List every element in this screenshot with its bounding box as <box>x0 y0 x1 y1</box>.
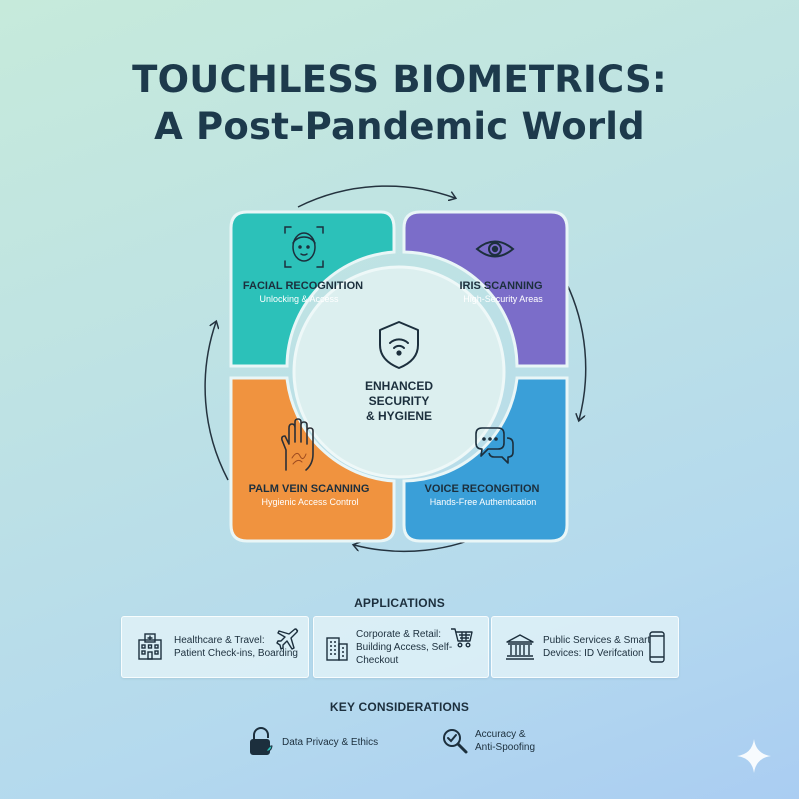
center-label-line-1: ENHANCED <box>365 379 433 393</box>
eye-icon <box>475 240 515 258</box>
title-line-1: TOUCHLESS BIOMETRICS: <box>132 58 667 101</box>
accuracy-label-line-2: Anti-Spoofing <box>475 742 536 753</box>
palm-icon <box>281 418 314 471</box>
biometrics-cycle-diagram: ENHANCED SECURITY & HYGIENE FACIAL RECOG… <box>204 185 587 553</box>
segment-iris-scanning <box>402 210 569 368</box>
iris-scanning-subtitle: High-Security Areas <box>463 294 543 304</box>
consideration-data-privacy: Data Privacy & Ethics <box>248 727 378 757</box>
key-considerations-heading: KEY CONSIDERATIONS <box>329 700 470 714</box>
application-card-corporate-retail: Corporate & Retail: Building Access, Sel… <box>313 616 489 678</box>
office-building-icon <box>326 637 348 661</box>
palm-vein-scanning-title: PALM VEIN SCANNING <box>249 483 370 495</box>
application-card-healthcare-travel: Healthcare & Travel: Patient Check-ins, … <box>121 616 309 678</box>
data-privacy-label: Data Privacy & Ethics <box>282 736 379 748</box>
airplane-icon <box>276 628 299 650</box>
lock-icon <box>250 727 273 755</box>
applications-heading: APPLICATIONS <box>354 596 445 610</box>
page-title: TOUCHLESS BIOMETRICS: A Post-Pandemic Wo… <box>0 56 799 150</box>
cycle-arrows <box>204 185 587 553</box>
arrow-top <box>297 185 455 208</box>
facial-recognition-subtitle: Unlocking & Access <box>259 294 339 304</box>
corporate-retail-line-1: Corporate & Retail: <box>356 628 442 640</box>
center-label-line-3: & HYGIENE <box>366 409 432 423</box>
speech-bubbles-icon <box>475 427 514 464</box>
healthcare-travel-line-1: Healthcare & Travel: <box>174 635 265 646</box>
voice-recognition-title: VOICE RECONGITION <box>425 483 540 495</box>
face-scan-icon <box>284 226 324 268</box>
application-card-public-services: Public Services & Smart Devices: ID Veri… <box>491 616 679 678</box>
shopping-cart-icon <box>451 628 473 648</box>
consideration-accuracy: Accuracy & Anti-Spoofing <box>441 727 535 755</box>
accuracy-label-line-1: Accuracy & <box>475 729 526 740</box>
corporate-retail-line-2: Building Access, Self-Checkout <box>356 641 453 666</box>
hospital-icon <box>138 633 162 660</box>
title-line-2: A Post-Pandemic World <box>154 105 645 148</box>
sparkle-icon <box>737 739 771 773</box>
government-building-icon <box>506 634 534 660</box>
healthcare-travel-line-2: Patient Check-ins, Boarding <box>174 648 298 659</box>
center-disc <box>292 265 506 479</box>
public-services-line-2: Devices: ID Verifcation <box>543 648 644 659</box>
segment-voice-recognition <box>402 376 569 543</box>
arrow-right <box>565 281 587 420</box>
center-label-line-2: SECURITY <box>369 394 430 408</box>
smartphone-icon <box>649 631 665 663</box>
segment-facial-recognition <box>229 210 396 368</box>
magnifier-check-icon <box>443 729 468 754</box>
palm-vein-scanning-subtitle: Hygienic Access Control <box>261 497 358 507</box>
iris-scanning-title: IRIS SCANNING <box>459 280 542 292</box>
facial-recognition-title: FACIAL RECOGNITION <box>243 280 363 292</box>
voice-recognition-subtitle: Hands-Free Authentication <box>430 497 537 507</box>
arrow-left <box>204 322 229 481</box>
public-services-line-1: Public Services & Smart <box>543 635 651 646</box>
shield-wifi-icon <box>379 321 419 369</box>
